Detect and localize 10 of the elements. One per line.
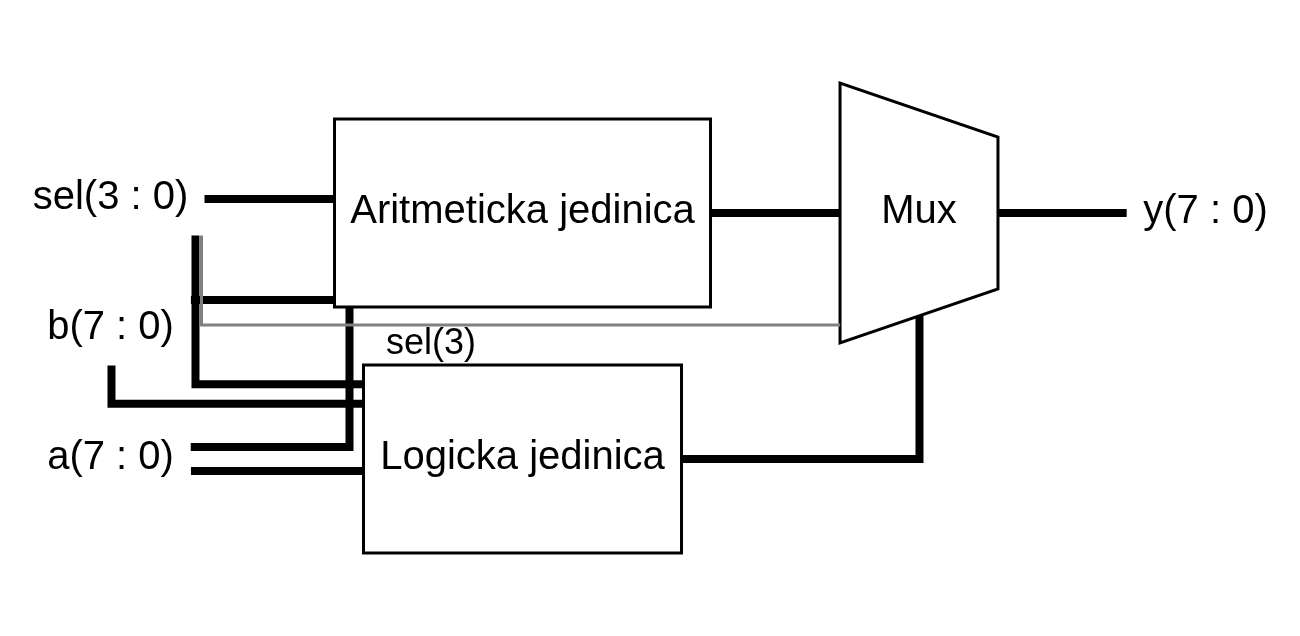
node-text: sel(3 : 0) <box>32 173 189 217</box>
edge-label: sel(3) <box>386 320 477 362</box>
node-box: Aritmeticka jedinica <box>333 117 712 309</box>
node-box: Logicka jedinica <box>362 363 683 555</box>
connector <box>710 209 840 217</box>
connector <box>200 235 841 327</box>
node-text: b(7 : 0) <box>47 303 174 347</box>
node-box: Mux <box>838 80 1000 346</box>
node-text: y(7 : 0) <box>1143 187 1268 231</box>
node-text: a(7 : 0) <box>47 433 174 477</box>
